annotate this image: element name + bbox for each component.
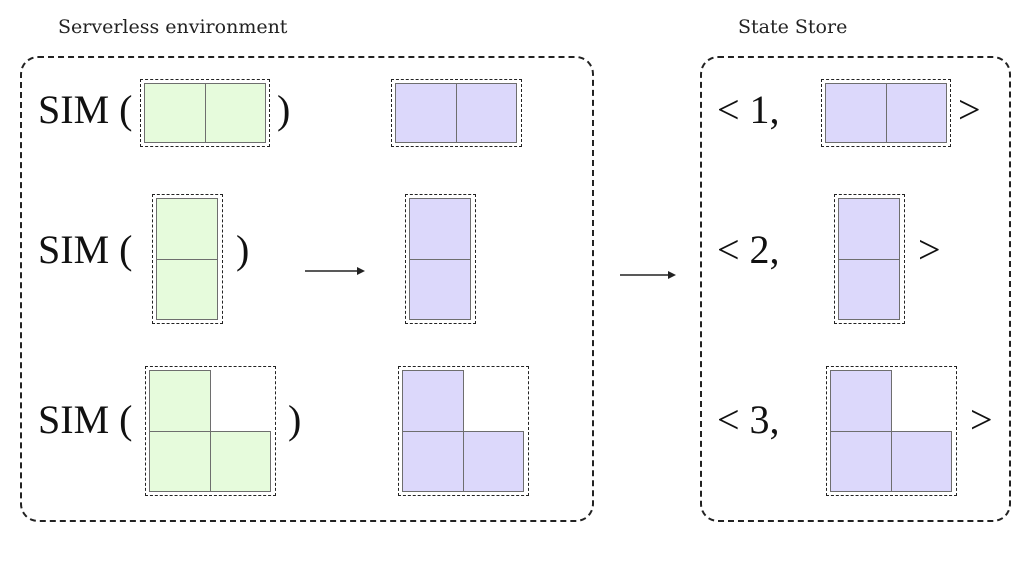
state-store-title: State Store: [738, 16, 848, 38]
close-paren-1: ): [277, 87, 291, 132]
state-close-2: >: [918, 227, 941, 272]
state-store-panel: [700, 56, 1011, 522]
output-shape-3: [398, 366, 529, 496]
state-close-3: >: [970, 397, 993, 442]
input-cell: [156, 198, 218, 260]
close-paren-2: ): [236, 227, 250, 272]
input-cell: [205, 83, 266, 143]
stored-shape-1: [821, 79, 951, 147]
input-shape-2: [152, 194, 223, 324]
state-key-2: < 2,: [717, 227, 780, 272]
sim-label-1: SIM (: [38, 87, 133, 132]
transform-arrow-icon: [305, 267, 365, 275]
output-cell: [409, 198, 471, 260]
stored-cell: [891, 431, 952, 492]
stored-cell: [838, 198, 900, 260]
input-cell: [210, 431, 271, 492]
input-cell: [144, 83, 206, 143]
output-shape-2: [405, 194, 476, 324]
serverless-environment-panel: [20, 56, 594, 522]
stored-shape-2: [834, 194, 905, 324]
output-cell: [395, 83, 457, 143]
sim-label-3: SIM (: [38, 397, 133, 442]
stored-shape-3: [826, 366, 957, 496]
output-shape-1: [391, 79, 522, 147]
state-close-1: >: [958, 87, 981, 132]
sim-label-2: SIM (: [38, 227, 133, 272]
state-key-1: < 1,: [717, 87, 780, 132]
close-paren-3: ): [288, 397, 302, 442]
store-arrow-icon: [620, 271, 676, 279]
stored-cell: [886, 83, 947, 143]
input-shape-3: [145, 366, 276, 496]
output-cell: [463, 431, 524, 492]
state-key-3: < 3,: [717, 397, 780, 442]
output-cell: [402, 370, 464, 432]
input-cell: [149, 370, 211, 432]
input-cell: [156, 259, 218, 320]
output-cell: [402, 431, 464, 492]
input-shape-1: [140, 79, 270, 147]
output-cell: [456, 83, 517, 143]
stored-cell: [825, 83, 887, 143]
stored-cell: [830, 370, 892, 432]
stored-cell: [838, 259, 900, 320]
stored-cell: [830, 431, 892, 492]
input-cell: [149, 431, 211, 492]
serverless-environment-title: Serverless environment: [58, 16, 288, 38]
output-cell: [409, 259, 471, 320]
